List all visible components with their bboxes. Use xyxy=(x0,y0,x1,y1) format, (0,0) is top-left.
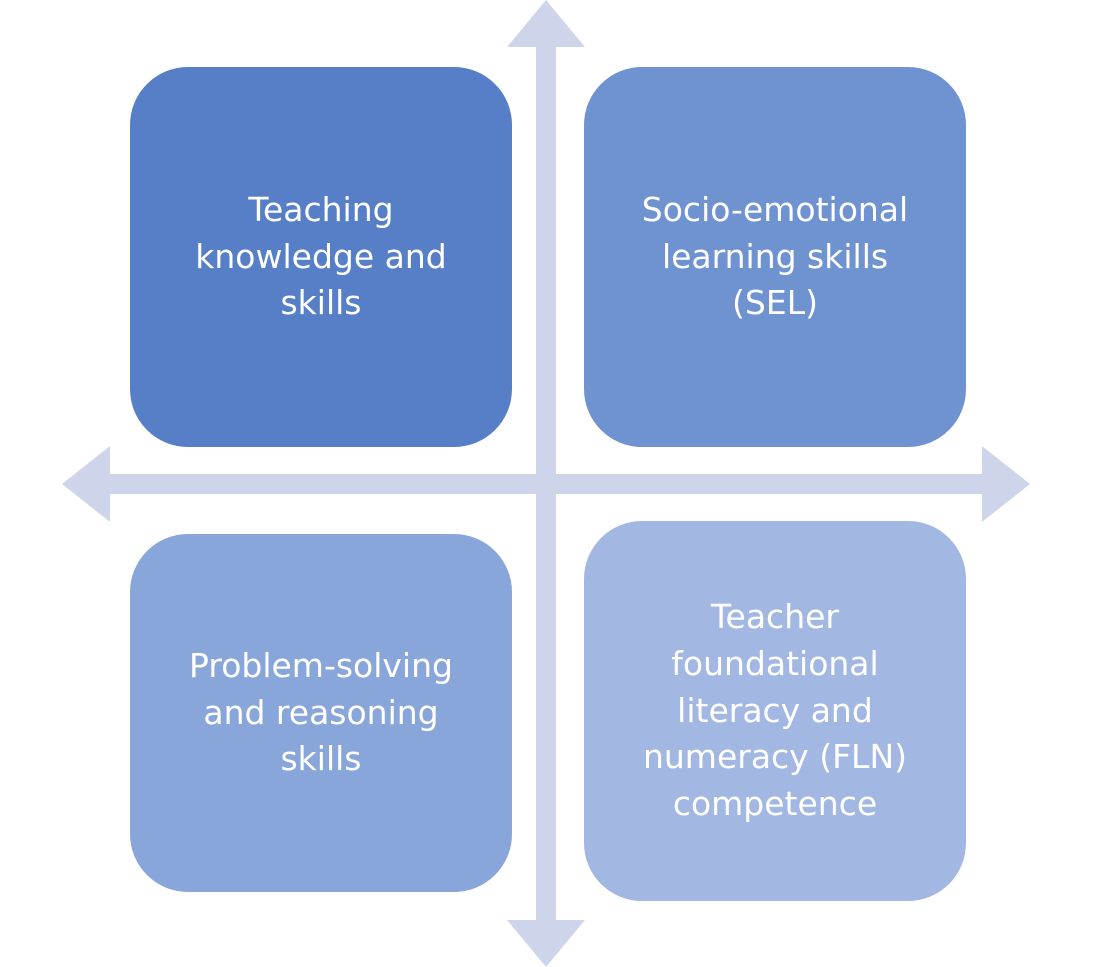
label-line: numeracy (FLN) xyxy=(642,737,908,777)
label-line: learning skills xyxy=(661,236,889,276)
label-line: competence xyxy=(672,784,878,824)
quadrant-label: Socio-emotional learning skills (SEL) xyxy=(642,187,908,328)
quadrant-teacher-fln-competence: Teacher foundational literacy and numera… xyxy=(584,521,966,901)
quadrant-teaching-knowledge-skills: Teaching knowledge and skills xyxy=(130,67,512,447)
quadrant-label: Teacher foundational literacy and numera… xyxy=(643,594,907,828)
label-line: foundational xyxy=(671,643,879,683)
label-line: knowledge and xyxy=(195,236,447,276)
label-line: skills xyxy=(280,739,362,779)
label-line: (SEL) xyxy=(732,283,818,323)
quadrant-label: Problem-solving and reasoning skills xyxy=(189,643,453,784)
label-line: Teacher xyxy=(710,596,839,636)
label-line: Socio-emotional xyxy=(641,189,909,229)
quadrant-socio-emotional-learning: Socio-emotional learning skills (SEL) xyxy=(584,67,966,447)
label-line: and reasoning xyxy=(203,692,439,732)
label-line: Problem-solving xyxy=(189,645,453,685)
label-line: Teaching xyxy=(248,189,394,229)
label-line: literacy and xyxy=(677,690,873,730)
quadrant-problem-solving-reasoning: Problem-solving and reasoning skills xyxy=(130,534,512,892)
label-line: skills xyxy=(280,283,362,323)
quadrant-label: Teaching knowledge and skills xyxy=(195,187,446,328)
horizontal-axis-arrow xyxy=(62,446,1030,522)
